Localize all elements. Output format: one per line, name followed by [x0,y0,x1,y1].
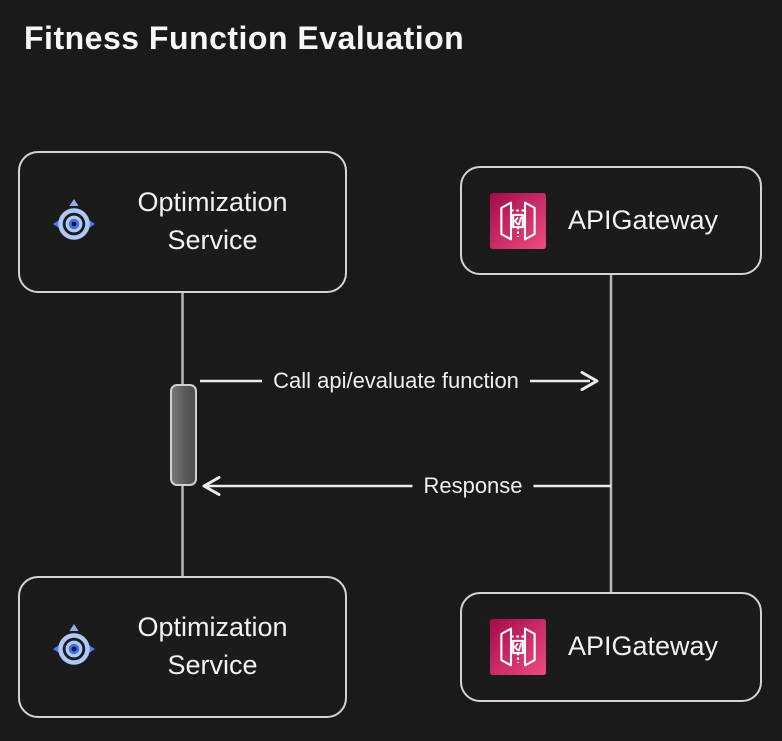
participant-api-gateway-bottom: APIGateway [460,592,762,702]
participant-label: APIGateway [567,204,719,235]
participant-optimization-service-top: Optimization Service [18,151,347,293]
aws-api-gateway-icon [490,192,546,249]
aws-api-gateway-icon [490,619,546,675]
participant-api-gateway-top: APIGateway [460,166,762,275]
diagram-title: Fitness Function Evaluation [24,20,465,56]
message-label-call: Call api/evaluate function [262,366,530,396]
message-label-response: Response [412,471,534,501]
arrowhead-right-icon [580,371,599,391]
participant-label: Optimization Service [137,187,288,255]
target-crosshair-icon [50,622,98,672]
activation-bar [170,384,197,486]
arrowhead-left-icon [202,476,221,496]
participant-label: Optimization Service [137,612,288,680]
target-crosshair-icon [50,197,98,247]
participant-label: APIGateway [567,631,719,662]
participant-optimization-service-bottom: Optimization Service [18,576,347,718]
